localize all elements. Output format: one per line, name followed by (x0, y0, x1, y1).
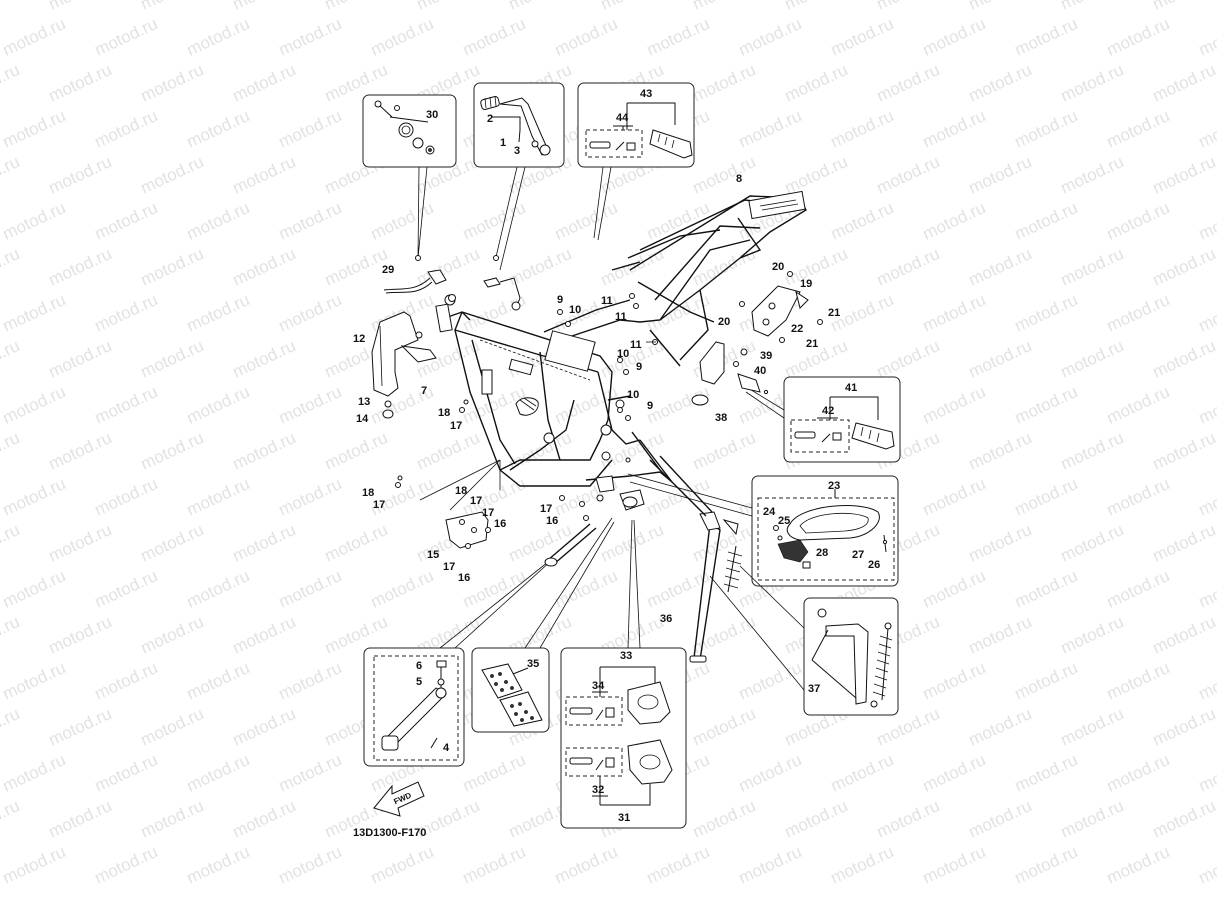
callout-11c: 11 (630, 339, 642, 351)
callout-10c: 10 (627, 389, 639, 401)
detail-box-1-2-3 (473, 82, 565, 168)
callout-10b: 10 (617, 348, 629, 360)
detail-box-37 (803, 597, 899, 716)
callout-17f: 17 (540, 503, 552, 515)
callout-21b: 21 (806, 338, 818, 350)
callout-37: 37 (808, 683, 820, 695)
callout-10a: 10 (569, 304, 581, 316)
callout-8: 8 (736, 173, 742, 185)
callout-42: 42 (822, 405, 834, 417)
callout-9a: 9 (557, 294, 563, 306)
callout-33: 33 (620, 650, 632, 662)
callout-11b: 11 (615, 311, 627, 323)
callout-18b: 18 (362, 487, 374, 499)
callout-40: 40 (754, 365, 766, 377)
detail-box-43-44 (577, 82, 695, 168)
callout-3: 3 (514, 145, 520, 157)
forward-arrow-icon: FWD (373, 781, 425, 817)
callout-9b: 9 (636, 361, 642, 373)
callout-6: 6 (416, 660, 422, 672)
callout-29: 29 (382, 264, 394, 276)
callout-16b: 16 (458, 572, 470, 584)
callout-24: 24 (763, 506, 776, 518)
callout-7: 7 (421, 385, 427, 397)
detail-box-4-5-6 (363, 647, 465, 767)
callout-43: 43 (640, 88, 652, 100)
callout-39: 39 (760, 350, 772, 362)
callout-19: 19 (800, 278, 812, 290)
callout-44: 44 (616, 112, 629, 124)
diagram-code: 13D1300-F170 (353, 827, 426, 839)
detail-box-23-28 (751, 475, 899, 587)
callout-15: 15 (427, 549, 439, 561)
detail-box-30 (362, 94, 457, 168)
callout-4: 4 (443, 742, 450, 754)
callout-22: 22 (791, 323, 803, 335)
callout-14: 14 (356, 413, 369, 425)
callout-17e: 17 (443, 561, 455, 573)
callout-28: 28 (816, 547, 828, 559)
callout-21a: 21 (828, 307, 840, 319)
frame-assembly (371, 190, 823, 663)
callout-17b: 17 (373, 499, 385, 511)
callout-9c: 9 (647, 400, 653, 412)
detail-box-35 (471, 647, 550, 733)
callout-1: 1 (500, 137, 506, 149)
callout-16c: 16 (546, 515, 558, 527)
callout-5: 5 (416, 676, 422, 688)
callout-13: 13 (358, 396, 370, 408)
callout-31: 31 (618, 812, 630, 824)
callout-26: 26 (868, 559, 880, 571)
callout-11a: 11 (601, 295, 613, 307)
detail-box-31-34 (560, 647, 687, 829)
callout-12: 12 (353, 333, 365, 345)
callout-23: 23 (828, 480, 840, 492)
callout-30: 30 (426, 109, 438, 121)
callout-18a: 18 (438, 407, 450, 419)
callout-16a: 16 (494, 518, 506, 530)
callout-35: 35 (527, 658, 539, 670)
callout-25: 25 (778, 515, 790, 527)
callout-labels: 30 2 1 3 43 44 8 29 12 7 13 14 18 17 9 1… (353, 88, 880, 824)
callout-34: 34 (592, 680, 605, 692)
callout-17c: 17 (470, 495, 482, 507)
callout-20a: 20 (772, 261, 784, 273)
callout-41: 41 (845, 382, 857, 394)
callout-38: 38 (715, 412, 727, 424)
callout-20b: 20 (718, 316, 730, 328)
callout-2: 2 (487, 113, 493, 125)
callout-27: 27 (852, 549, 864, 561)
callout-17d: 17 (482, 507, 494, 519)
callout-32: 32 (592, 784, 604, 796)
callout-18c: 18 (455, 485, 467, 497)
detail-box-41-42 (783, 376, 901, 463)
callout-36: 36 (660, 613, 672, 625)
leader-lines (417, 166, 805, 691)
callout-17a: 17 (450, 420, 462, 432)
